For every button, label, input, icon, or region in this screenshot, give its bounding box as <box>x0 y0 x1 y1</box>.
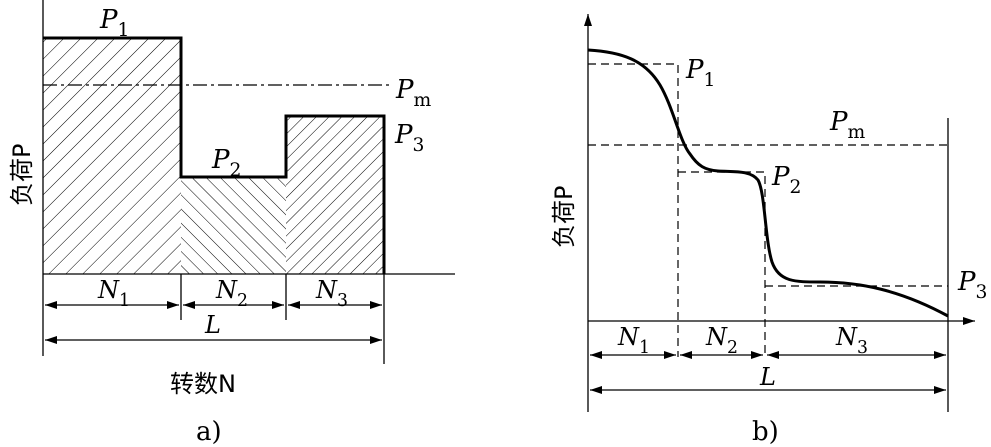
ylabel-a: 负荷P <box>8 144 36 206</box>
label-n2-a: N2 <box>215 276 248 311</box>
label-l-a: L <box>204 311 221 339</box>
load-steps-outline <box>43 36 386 274</box>
label-n3-b: N3 <box>835 323 868 358</box>
label-l-b: L <box>759 363 776 391</box>
label-pm-b: Pm <box>829 107 866 143</box>
label-p2-b: P2 <box>771 162 801 198</box>
xlabel-a: 转数N <box>170 370 236 398</box>
label-n3-a: N3 <box>315 276 348 311</box>
label-p1-b: P1 <box>685 55 715 91</box>
dashed-steps-b <box>588 63 948 357</box>
block-p3 <box>286 116 384 274</box>
caption-a: a) <box>196 417 222 447</box>
label-pm-a: Pm <box>395 75 432 111</box>
label-n2-b: N2 <box>705 323 738 358</box>
block-p2 <box>181 177 286 274</box>
block-p1 <box>43 38 181 274</box>
label-p1-a: P1 <box>99 5 129 41</box>
label-p2-a: P2 <box>211 145 241 181</box>
label-n1-a: N1 <box>97 276 130 311</box>
diagram-b: P1 P2 P3 Pm N1 N2 N3 L 负荷P b) <box>550 14 987 447</box>
caption-b: b) <box>752 417 779 447</box>
label-p3-a: P3 <box>394 120 424 156</box>
load-curve-b <box>587 48 949 318</box>
label-n1-b: N1 <box>617 323 650 358</box>
diagram-a: P1 P2 P3 Pm N1 N2 N3 L 转数N 负荷P a) <box>8 0 455 447</box>
ylabel-b: 负荷P <box>550 186 578 248</box>
label-p3-b: P3 <box>957 267 987 303</box>
